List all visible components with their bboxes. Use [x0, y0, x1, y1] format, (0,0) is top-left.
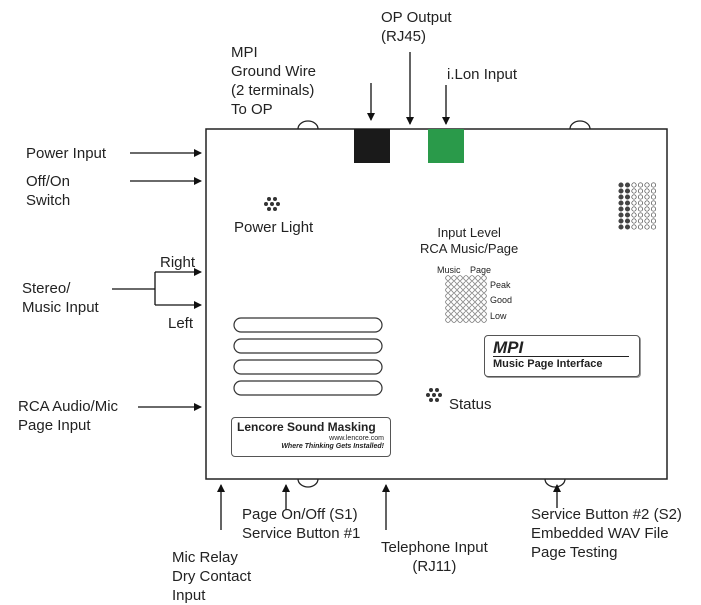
stereo-music-label: Stereo/Music Input: [22, 280, 99, 316]
mount-tab-bottom-left: [297, 478, 319, 488]
slot-3: [233, 359, 383, 375]
right-label: Right: [160, 254, 196, 271]
mount-tab-top-left: [297, 120, 319, 130]
op-output-jack: [354, 129, 390, 163]
power-input-label: Power Input: [26, 145, 107, 162]
lencore-badge-title: Lencore Sound Masking: [237, 420, 376, 434]
meter-col-music: Music: [437, 265, 461, 275]
speaker-grille-icon: [618, 182, 657, 230]
lencore-badge: Lencore Sound Masking www.lencore.com Wh…: [231, 417, 391, 457]
lencore-badge-tagline: Where Thinking Gets Installed!: [281, 443, 384, 450]
status-light-icon: [426, 388, 442, 402]
mpi-badge-title: MPI: [493, 338, 524, 357]
mount-tab-bottom-right: [544, 478, 566, 488]
power-light-label: Power Light: [234, 219, 314, 236]
meter-level-peak: Peak: [490, 280, 511, 290]
op-output-label: OP Output(RJ45): [381, 9, 452, 45]
mpi-badge: MPI Music Page Interface: [484, 335, 640, 377]
mpi-badge-subtitle: Music Page Interface: [493, 358, 603, 370]
power-light-icon: [264, 197, 280, 211]
page-on-off-label: Page On/Off (S1)Service Button #1: [242, 506, 361, 542]
telephone-label: Telephone Input(RJ11): [381, 539, 488, 575]
mount-tab-top-right: [569, 120, 591, 130]
meter-level-good: Good: [490, 295, 513, 305]
meter-col-page: Page: [470, 265, 492, 275]
ilon-input-label: i.Lon Input: [447, 66, 518, 83]
meter-level-low: Low: [490, 311, 507, 321]
left-label: Left: [168, 315, 194, 332]
input-level-meter: [445, 275, 487, 323]
status-label: Status: [449, 396, 492, 413]
slot-1: [233, 317, 383, 333]
slot-4: [233, 380, 383, 396]
lencore-badge-url: www.lencore.com: [329, 435, 384, 442]
slot-2: [233, 338, 383, 354]
ilon-input-jack: [428, 129, 464, 163]
